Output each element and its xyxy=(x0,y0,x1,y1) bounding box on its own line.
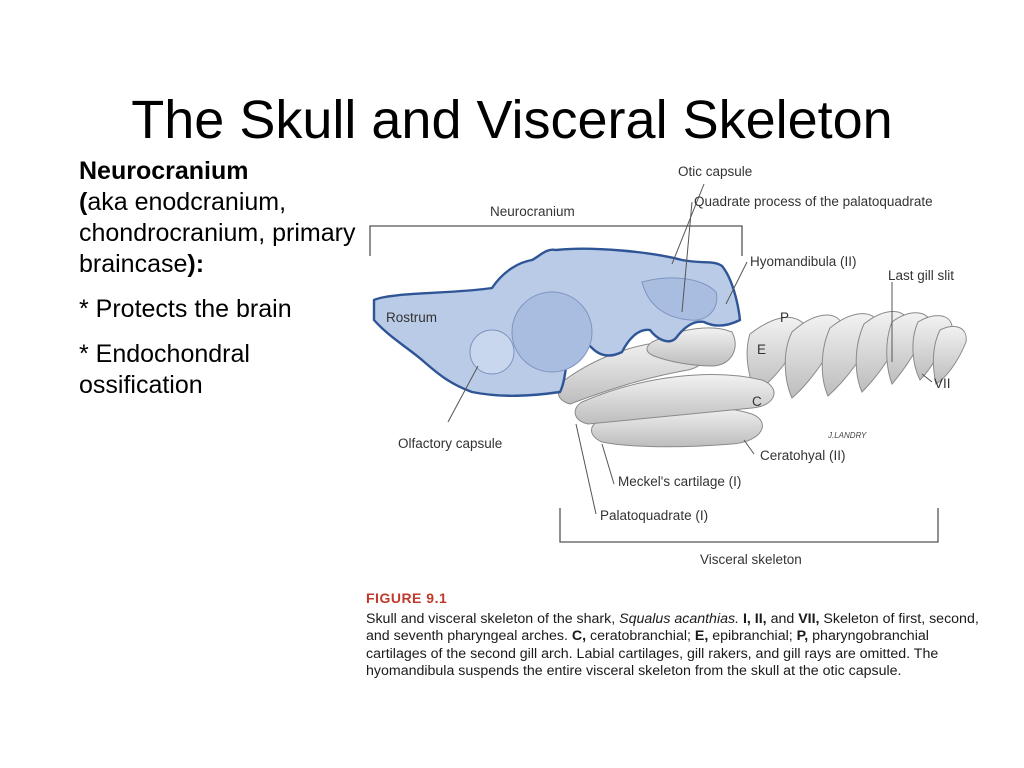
figure-caption: FIGURE 9.1 Skull and visceral skeleton o… xyxy=(366,590,986,681)
otic-region-shape xyxy=(641,277,718,321)
skull-diagram: Otic capsule Quadrate process of the pal… xyxy=(369,164,967,567)
meckels-line xyxy=(601,443,615,485)
hyomandibula-label: Hyomandibula (II) xyxy=(750,254,857,269)
leader-lines xyxy=(447,183,933,515)
quadrate-process-line xyxy=(681,201,693,313)
neurocranium-heading: Neurocranium xyxy=(79,157,249,185)
olfactory-capsule-line xyxy=(447,365,479,423)
caption-part4: epibranchial; xyxy=(708,628,797,645)
p-label: P xyxy=(780,310,789,325)
figure-number: FIGURE 9.1 xyxy=(366,590,448,606)
c-label: C xyxy=(752,394,762,409)
bullet-endochondral: * Endochondral ossification xyxy=(79,340,250,399)
e-label: E xyxy=(757,342,766,357)
caption-roman2: VII, xyxy=(798,610,820,627)
meckels-cartilage-bone xyxy=(574,374,775,425)
orbit-shape xyxy=(511,291,593,373)
caption-p-abbr: P, xyxy=(796,628,809,645)
quadrate-process-label: Quadrate process of the palatoquadrate xyxy=(694,194,933,209)
visceral-skeleton-bracket xyxy=(559,508,939,543)
meckels-label: Meckel's cartilage (I) xyxy=(618,474,741,489)
aka-open-paren: ( xyxy=(79,188,88,216)
caption-e-abbr: E, xyxy=(694,628,709,645)
caption-part1: Skull and visceral skeleton of the shark… xyxy=(366,610,620,627)
visceral-skeleton-label: Visceral skeleton xyxy=(700,552,802,567)
caption-species: Squalus acanthias. xyxy=(619,610,740,627)
shark-skull-figure: Otic capsule Quadrate process of the pal… xyxy=(352,152,1024,724)
aka-synonyms: aka enodcranium, chondrocranium, primary… xyxy=(79,188,356,278)
bullet-protects-brain: * Protects the brain xyxy=(79,295,292,323)
caption-part3: ceratobranchial; xyxy=(586,628,695,645)
olfactory-capsule-label: Olfactory capsule xyxy=(398,436,502,451)
palatoquadrate-label: Palatoquadrate (I) xyxy=(600,508,708,523)
hyomandibula-line xyxy=(725,261,748,305)
vii-line xyxy=(921,373,933,383)
caption-part2: Skeleton of first, second, and seventh p… xyxy=(366,610,979,645)
caption-and: and xyxy=(766,610,799,627)
ceratohyal-label: Ceratohyal (II) xyxy=(760,448,846,463)
otic-capsule-label: Otic capsule xyxy=(678,164,752,179)
caption-part5: pharyngobranchial cartilages of the seco… xyxy=(366,628,939,680)
caption-c-abbr: C, xyxy=(571,628,587,645)
neurocranium-text-block: Neurocranium (aka enodcranium, chondrocr… xyxy=(79,156,369,415)
neurocranium-definition: Neurocranium (aka enodcranium, chondrocr… xyxy=(79,156,369,280)
gill-arches xyxy=(746,311,967,399)
caption-roman1: I, II, xyxy=(739,610,767,627)
rostrum-label: Rostrum xyxy=(386,310,437,325)
olfactory-capsule-shape xyxy=(469,329,515,375)
pharyngeal-arch-vii xyxy=(932,326,967,385)
vii-label: VII xyxy=(934,376,951,391)
illustrator-signature: J.LANDRY xyxy=(827,431,867,440)
last-gill-slit-label: Last gill slit xyxy=(888,268,954,283)
palatoquadrate-line xyxy=(575,423,597,515)
ceratohyal-line xyxy=(743,439,755,455)
aka-close-paren: ): xyxy=(187,250,205,278)
neurocranium-label: Neurocranium xyxy=(490,204,575,219)
caption-body: Skull and visceral skeleton of the shark… xyxy=(366,611,986,681)
neurocranium-bracket xyxy=(369,225,743,256)
otic-capsule-line xyxy=(671,183,705,265)
slide-title: The Skull and Visceral Skeleton xyxy=(131,90,893,151)
